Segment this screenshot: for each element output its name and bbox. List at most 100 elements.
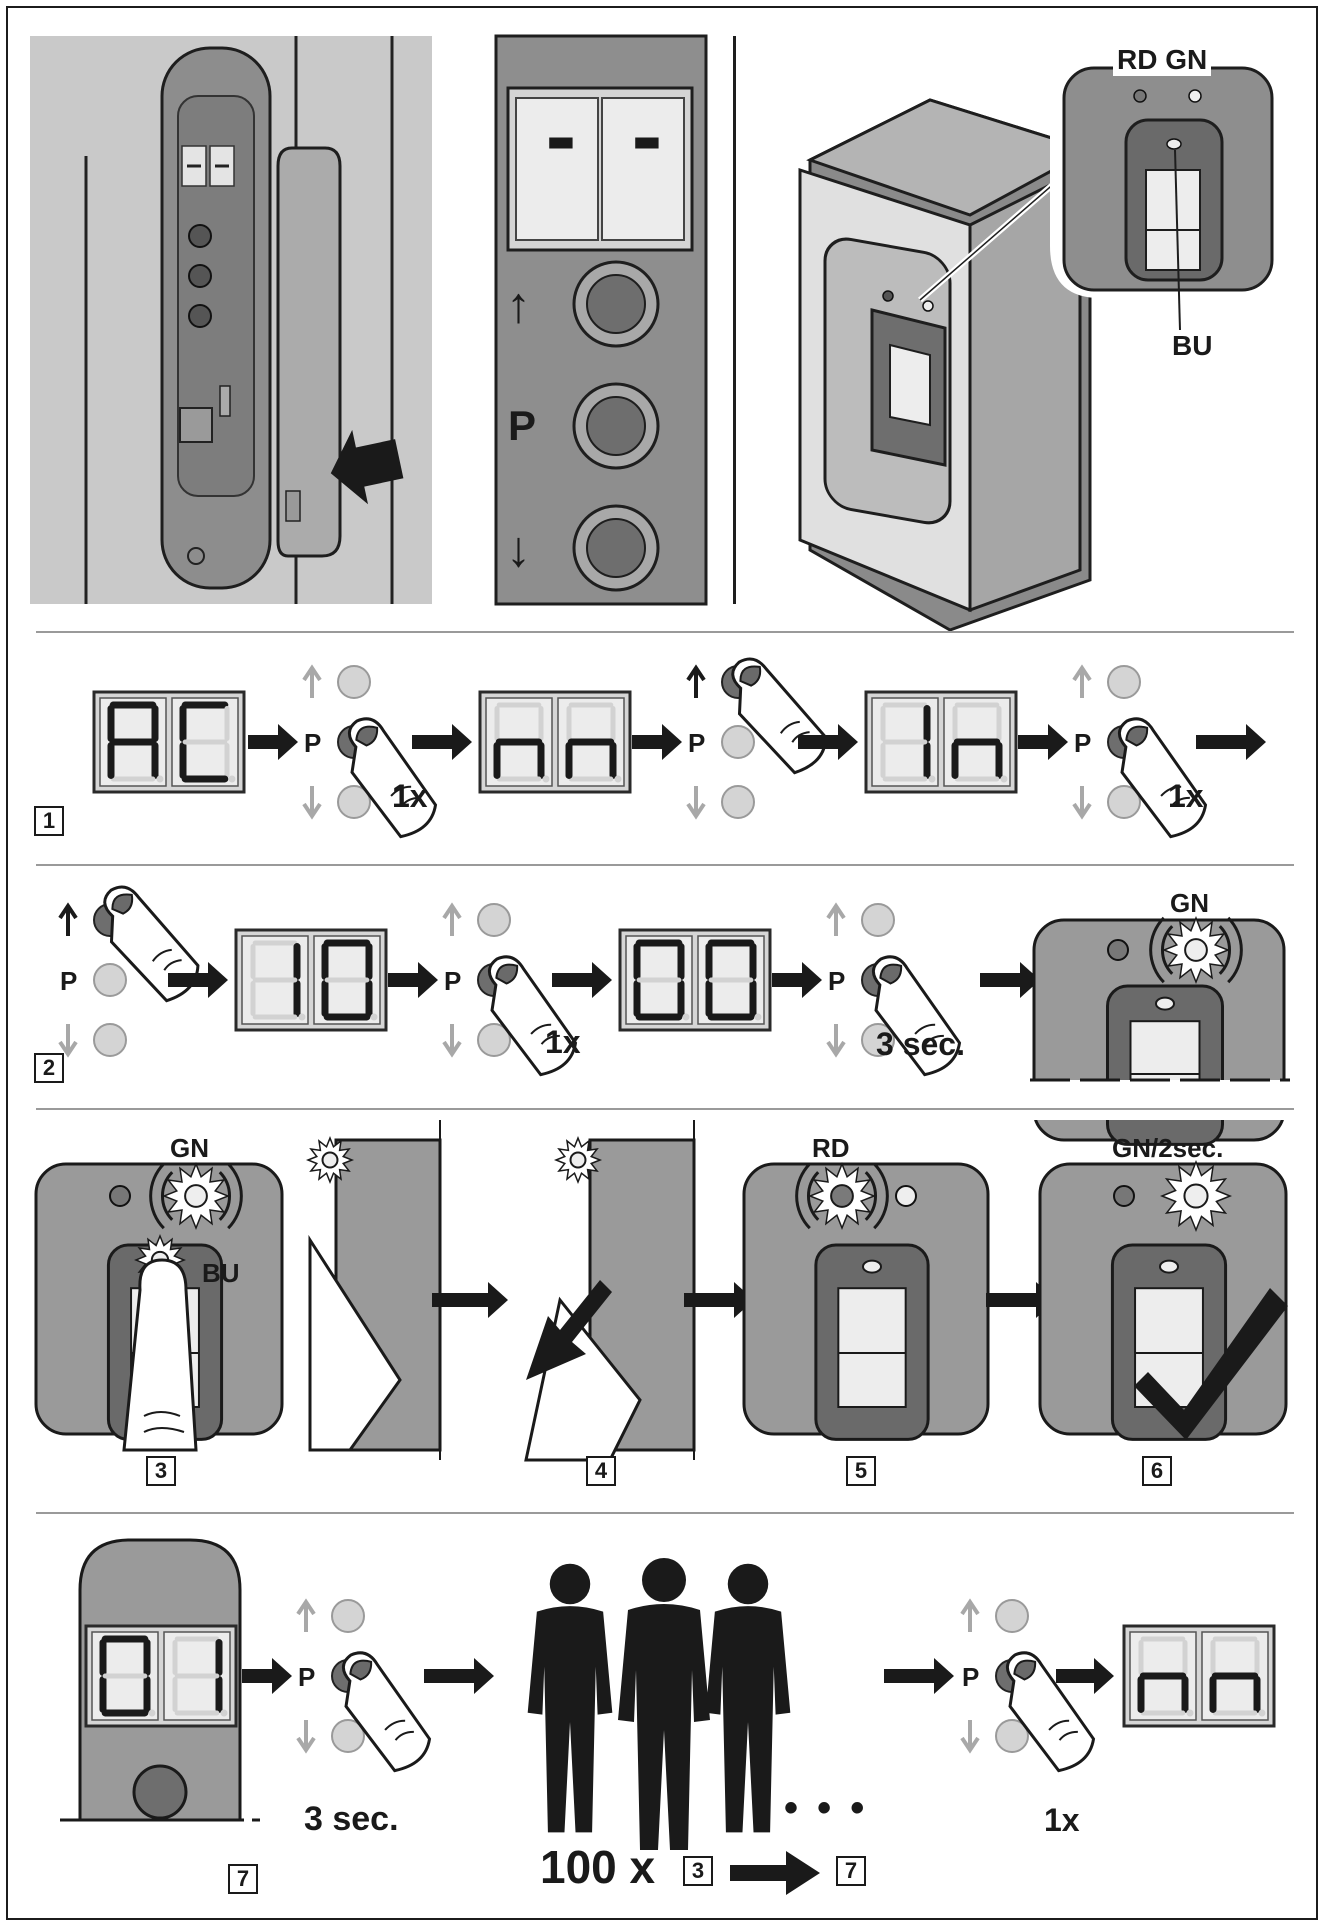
arrow-1e bbox=[1018, 724, 1068, 760]
display-00-digit-2 bbox=[697, 935, 765, 1025]
person-silhouette-3 bbox=[705, 1563, 791, 1833]
panel-display-digit-2: - bbox=[631, 85, 663, 187]
divider-top bbox=[36, 631, 1294, 633]
display-nn-digit-1 bbox=[485, 697, 553, 787]
display-nn-end bbox=[1122, 1624, 1276, 1728]
repeat-count-label: 100 x bbox=[540, 1841, 656, 1893]
repeat-arrow-icon bbox=[730, 1851, 820, 1895]
display-01-digit-1 bbox=[91, 1631, 159, 1721]
display-ac-digit-1 bbox=[99, 697, 167, 787]
led-burst-4b bbox=[553, 1135, 603, 1185]
display-10-digit-1 bbox=[241, 935, 309, 1025]
rd-burst-5 bbox=[807, 1161, 877, 1231]
arrow-1d bbox=[798, 724, 858, 760]
person-silhouette-2 bbox=[618, 1558, 710, 1850]
rd-label-step5: RD bbox=[812, 1133, 850, 1163]
arrow-2c bbox=[552, 962, 612, 998]
buttons-1a: P bbox=[302, 664, 371, 820]
control-panel bbox=[494, 34, 708, 606]
down-arrow-icon: ↓ bbox=[506, 521, 531, 577]
svg-text:P: P bbox=[444, 966, 461, 996]
people-silhouettes bbox=[527, 1558, 791, 1850]
arrow-1b bbox=[412, 724, 472, 760]
gn-2sec-label-step6: GN/2sec. bbox=[1112, 1133, 1224, 1163]
panel-display-digit-1: - bbox=[545, 85, 577, 187]
divider-3 bbox=[36, 1512, 1294, 1514]
step-number-7: 7 bbox=[228, 1864, 258, 1894]
gn-label-step3: GN bbox=[170, 1133, 209, 1163]
finger-4a bbox=[341, 1651, 432, 1773]
arrow-2b bbox=[388, 962, 438, 998]
display-nn-end-digit-2 bbox=[1201, 1631, 1269, 1721]
display-ac bbox=[92, 690, 246, 794]
svg-text:P: P bbox=[304, 728, 321, 758]
finger-3 bbox=[122, 1258, 198, 1452]
display-1n bbox=[864, 690, 1018, 794]
svg-text:P: P bbox=[688, 728, 705, 758]
svg-text:P: P bbox=[1074, 728, 1091, 758]
step-number-4: 4 bbox=[586, 1456, 616, 1486]
display-1n-digit-1 bbox=[871, 697, 939, 787]
up-arrow-icon: ↑ bbox=[506, 277, 531, 333]
press-count-1b: 1x bbox=[1168, 778, 1204, 814]
display-00-digit-1 bbox=[625, 935, 693, 1025]
press-count-4b: 1x bbox=[1044, 1802, 1080, 1838]
p-button-label: P bbox=[508, 402, 537, 449]
arrow-2e bbox=[980, 962, 1040, 998]
arrow-3a bbox=[432, 1282, 508, 1318]
arrow-4c bbox=[884, 1658, 954, 1694]
arrow-1f bbox=[1196, 724, 1266, 760]
swipe-arrow-icon bbox=[526, 1280, 612, 1380]
step-number-5: 5 bbox=[846, 1456, 876, 1486]
display-nn-digit-2 bbox=[557, 697, 625, 787]
figure-frame bbox=[6, 6, 1318, 1920]
svg-text:P: P bbox=[298, 1662, 315, 1692]
display-1n-digit-2 bbox=[943, 697, 1011, 787]
gn-burst-2 bbox=[1161, 915, 1231, 985]
display-ac-digit-2 bbox=[171, 697, 239, 787]
step-number-3: 3 bbox=[146, 1456, 176, 1486]
display-01-digit-2 bbox=[163, 1631, 231, 1721]
divider-1 bbox=[36, 864, 1294, 866]
display-10-digit-2 bbox=[313, 935, 381, 1025]
finger-2c bbox=[871, 955, 962, 1077]
repeat-to-step: 7 bbox=[836, 1856, 866, 1886]
display-00 bbox=[618, 928, 772, 1032]
ellipsis-dots: • • • bbox=[784, 1786, 869, 1830]
checkmark-icon bbox=[1134, 1288, 1288, 1440]
press-count-2a: 1x bbox=[545, 1024, 581, 1060]
housing-panel bbox=[30, 36, 432, 604]
step-number-6: 6 bbox=[1142, 1456, 1172, 1486]
bu-label-top: BU bbox=[1172, 330, 1213, 361]
display-10 bbox=[234, 928, 388, 1032]
gn-label-row2: GN bbox=[1170, 888, 1209, 918]
gn-burst-6 bbox=[1159, 1159, 1233, 1233]
buttons-1c: P bbox=[1072, 664, 1141, 820]
reader-5 bbox=[742, 1162, 990, 1441]
gn-burst-3 bbox=[161, 1161, 231, 1231]
fingerprint-reader-illustration bbox=[780, 40, 1290, 632]
step-number-2: 2 bbox=[34, 1053, 64, 1083]
led-burst-4a bbox=[305, 1135, 355, 1185]
finger-2b bbox=[487, 955, 578, 1077]
panel-separator bbox=[733, 36, 736, 604]
svg-text:P: P bbox=[962, 1662, 979, 1692]
svg-text:P: P bbox=[60, 966, 77, 996]
press-count-1a: 1x bbox=[392, 778, 428, 814]
arrow-4d bbox=[1056, 1658, 1114, 1694]
display-nn bbox=[478, 690, 632, 794]
repeat-from-step: 3 bbox=[683, 1856, 713, 1886]
arrow-1c bbox=[632, 724, 682, 760]
step-3-6-row bbox=[0, 1120, 1326, 1500]
bu-label-step3: BU bbox=[202, 1258, 240, 1288]
finger-4a bbox=[308, 1234, 402, 1452]
rd-gn-label: RD GN bbox=[1113, 44, 1212, 76]
finger-1c bbox=[1117, 717, 1208, 839]
arrow-2d bbox=[772, 962, 822, 998]
display-01 bbox=[84, 1624, 238, 1728]
arrow-1a bbox=[248, 724, 298, 760]
arrow-2a bbox=[168, 962, 228, 998]
